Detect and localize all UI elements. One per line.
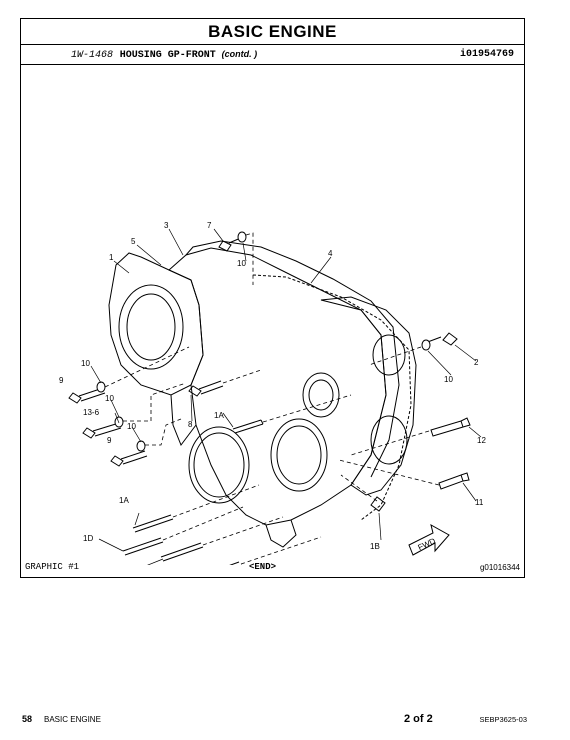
stud-1A-lower bbox=[132, 514, 174, 533]
callout-1: 1 bbox=[109, 253, 114, 262]
housing-mid-bore bbox=[270, 418, 328, 492]
callout-3: 3 bbox=[164, 221, 169, 230]
washer-10-c bbox=[136, 440, 146, 452]
illustration-frame: BASIC ENGINE 1W-1468 HOUSING GP-FRONT (c… bbox=[20, 18, 525, 578]
part-number[interactable]: 1W-1468 bbox=[71, 50, 114, 61]
callout-9-lower: 9 bbox=[107, 436, 112, 445]
page-number: 58 bbox=[22, 714, 33, 724]
page-footer: 58 BASIC ENGINE 2 of 2 SEBP3625-03 bbox=[22, 713, 527, 728]
continued-note: (contd. ) bbox=[221, 49, 258, 59]
washer-10-a bbox=[96, 381, 106, 393]
housing-upper-bore bbox=[302, 372, 340, 418]
graphic-label: GRAPHIC #1 bbox=[25, 562, 80, 572]
fwd-label: FWD bbox=[417, 536, 438, 552]
callout-10-top: 10 bbox=[237, 259, 246, 268]
end-marker: <END> bbox=[249, 562, 277, 572]
image-id: g01016344 bbox=[479, 563, 520, 572]
rear-plate-outline bbox=[320, 296, 417, 496]
callout-10-lower: 10 bbox=[127, 422, 136, 431]
bolt-8 bbox=[188, 380, 224, 397]
page-count: 2 of 2 bbox=[404, 713, 433, 725]
footer-section: BASIC ENGINE bbox=[44, 715, 101, 724]
callout-1A-lower: 1A bbox=[119, 496, 129, 505]
stud-1D bbox=[122, 537, 164, 556]
callout-10-mid: 10 bbox=[105, 394, 114, 403]
callout-1B: 1B bbox=[370, 542, 380, 551]
front-cover-bore bbox=[118, 284, 184, 370]
part-description: 1W-1468 HOUSING GP-FRONT (contd. ) bbox=[71, 45, 257, 65]
callout-12: 12 bbox=[477, 436, 486, 445]
callout-1E: 1E bbox=[125, 564, 135, 565]
exploded-view-drawing: 1 5 3 7 10 4 2 10 12 11 1B 8 1A 10 9 10 … bbox=[59, 221, 486, 565]
callout-10-left: 10 bbox=[81, 359, 90, 368]
callout-13-6: 13-6 bbox=[83, 408, 100, 417]
stud-1A-upper bbox=[232, 419, 264, 434]
callout-7: 7 bbox=[207, 221, 212, 230]
page-title: BASIC ENGINE bbox=[21, 19, 524, 45]
callout-1D: 1D bbox=[83, 534, 93, 543]
callout-9-upper: 9 bbox=[59, 376, 64, 385]
bolt-13-6 bbox=[82, 422, 122, 439]
bolt-9-lower bbox=[110, 450, 148, 467]
callout-1A-upper: 1A bbox=[214, 411, 224, 420]
bolt-1B bbox=[370, 496, 386, 512]
part-name: HOUSING GP-FRONT bbox=[119, 50, 216, 61]
bolt-12 bbox=[430, 417, 471, 437]
callout-2: 2 bbox=[474, 358, 479, 367]
document-id: SEBP3625-03 bbox=[479, 715, 527, 724]
stud-1E bbox=[160, 542, 204, 562]
stud-1C bbox=[229, 561, 240, 565]
callout-4: 4 bbox=[328, 249, 333, 258]
washer-10-e bbox=[421, 339, 431, 351]
callout-5: 5 bbox=[131, 237, 136, 246]
callout-10-right: 10 bbox=[444, 375, 453, 384]
bolt-11 bbox=[438, 472, 470, 490]
housing-lower-bore bbox=[188, 426, 250, 504]
part-header: 1W-1468 HOUSING GP-FRONT (contd. ) i0195… bbox=[21, 45, 524, 65]
callout-11: 11 bbox=[475, 498, 484, 507]
washer-10-b bbox=[114, 416, 124, 428]
front-cover-outline bbox=[108, 252, 204, 396]
illustration-id: i01954769 bbox=[459, 49, 514, 60]
gasket-outline bbox=[252, 274, 412, 521]
washer-10-d bbox=[237, 231, 247, 243]
fwd-arrow bbox=[408, 524, 450, 556]
housing-outline bbox=[168, 247, 387, 526]
callout-8: 8 bbox=[188, 420, 193, 429]
